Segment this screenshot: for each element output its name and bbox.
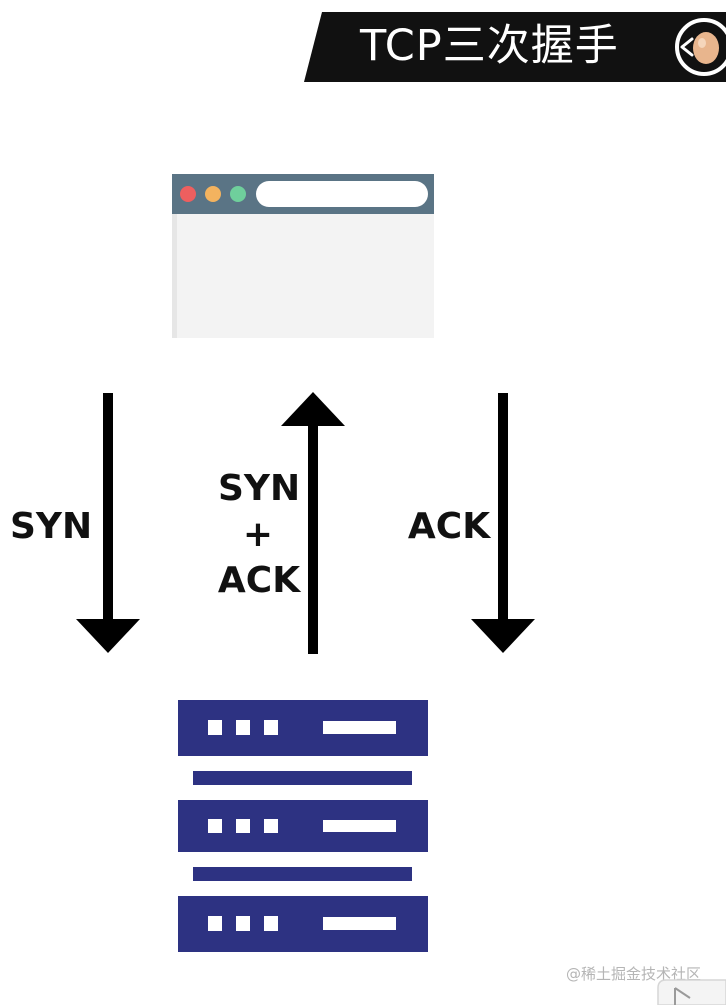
server-unit-1 (178, 700, 428, 756)
server-unit-3 (178, 896, 428, 952)
page-title: TCP三次握手 (360, 21, 619, 71)
play-icon[interactable] (650, 978, 726, 1005)
syn-arrow-down (76, 393, 140, 653)
ack-arrow-down (471, 393, 535, 653)
syn-ack-label-plus: + (242, 514, 274, 555)
server-divider-1 (193, 771, 412, 785)
syn-label: SYN (10, 506, 93, 547)
address-bar (256, 181, 428, 207)
title-banner (304, 12, 726, 82)
minimize-dot (205, 186, 221, 202)
syn-ack-label-line2: ACK (217, 560, 301, 601)
maximize-dot (230, 186, 246, 202)
syn-ack-label-line1: SYN (218, 468, 301, 509)
browser-window-icon (172, 174, 434, 338)
server-divider-2 (193, 867, 412, 881)
ack-label: ACK (407, 506, 491, 547)
close-dot (180, 186, 196, 202)
server-rack-icon (178, 700, 428, 952)
server-unit-2 (178, 800, 428, 852)
egg-avatar-icon (675, 18, 726, 76)
watermark: @稀土掘金技术社区 (566, 965, 702, 983)
syn-ack-arrow-up (281, 392, 345, 654)
